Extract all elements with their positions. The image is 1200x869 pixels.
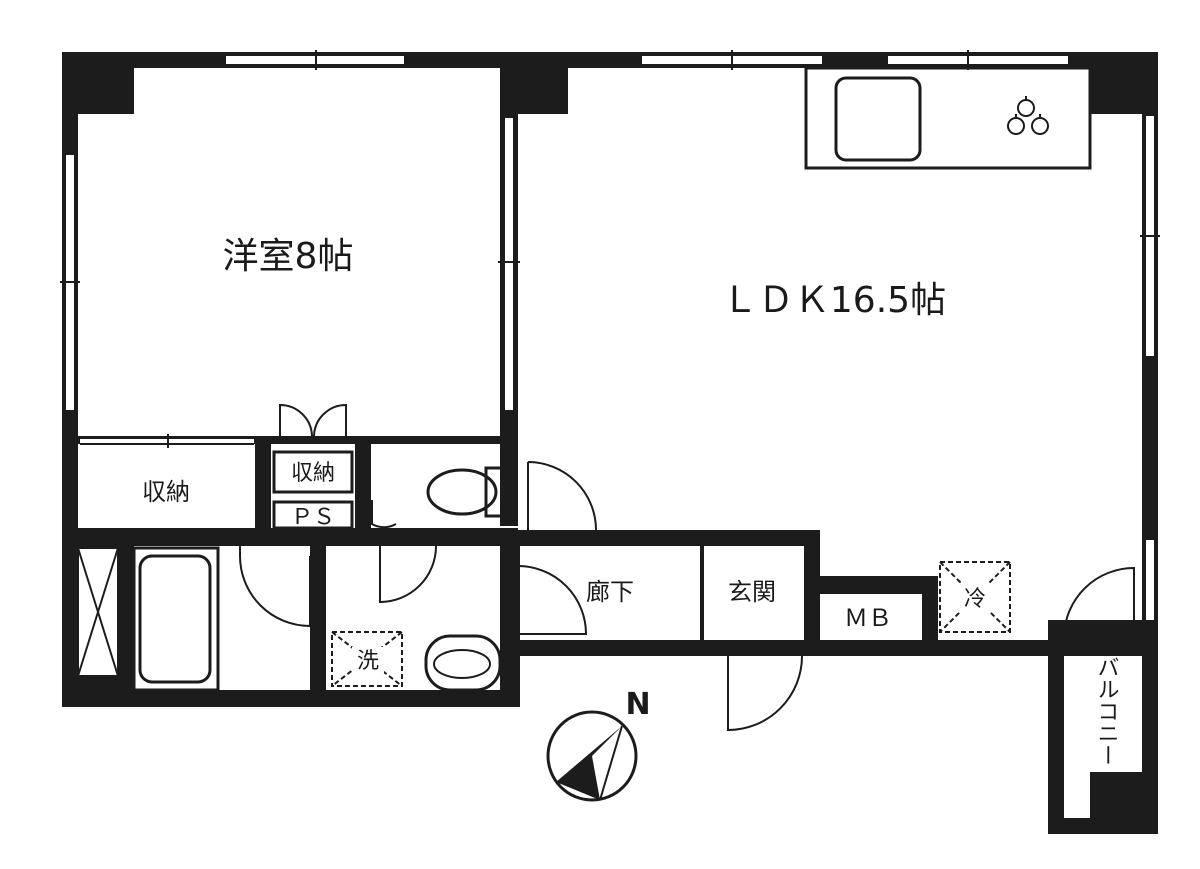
storage-left-label: 収納	[142, 478, 190, 506]
ventilation-shaft-icon	[77, 547, 119, 677]
windows	[60, 50, 1160, 640]
ldk-label: ＬＤＫ16.5帖	[722, 280, 946, 321]
stove-burners-icon	[1007, 96, 1049, 135]
interior-walls	[62, 52, 1158, 706]
ps-box	[272, 500, 354, 530]
kitchen-counter	[804, 66, 1092, 170]
hallway-label: 廊下	[586, 578, 634, 606]
washer-label: 洗	[357, 649, 379, 674]
compass-north-label: N	[625, 687, 650, 722]
storage-small-label: 収納	[291, 461, 335, 486]
storage-small-box	[272, 450, 354, 494]
fridge-label: 冷	[964, 587, 986, 612]
western-room-label: 洋室8帖	[223, 236, 354, 277]
mb-label: ＭＢ	[844, 604, 892, 632]
washbasin-icon	[424, 634, 502, 692]
closet-sliding-door	[80, 434, 254, 448]
washer-icon	[331, 631, 403, 687]
ps-label: ＰＳ	[291, 505, 335, 530]
doors	[239, 403, 1135, 732]
entrance-label: 玄関	[728, 578, 776, 606]
balcony-label: バルコニー	[1094, 656, 1119, 766]
toilet-icon	[426, 466, 506, 518]
compass-icon	[546, 710, 638, 802]
interior-window	[498, 118, 520, 410]
fridge-icon	[939, 561, 1011, 633]
bathtub-icon	[132, 546, 220, 692]
